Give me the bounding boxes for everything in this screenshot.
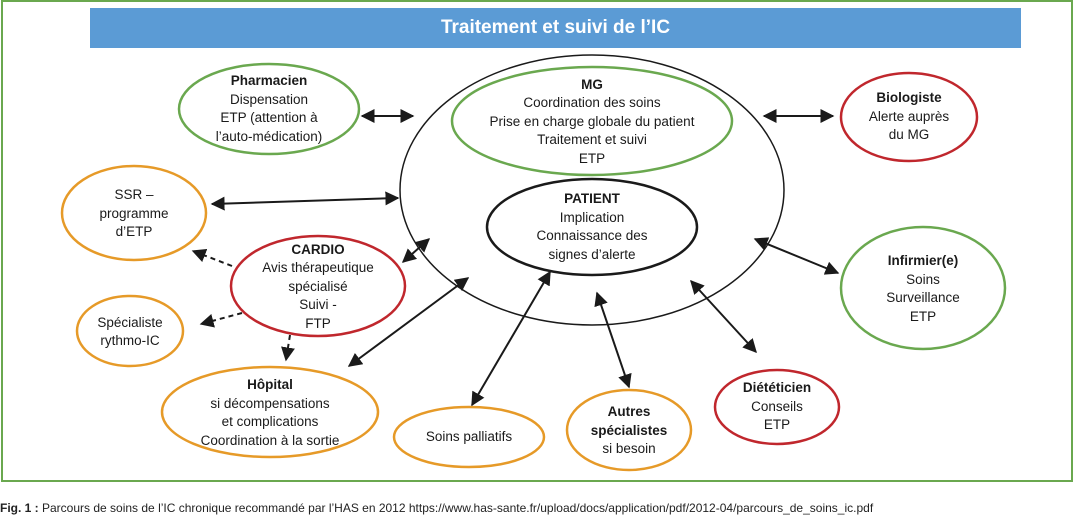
- mg-ellipse: [450, 65, 734, 177]
- node-soins: Soins palliatifs: [404, 427, 534, 447]
- node-specialiste-line: Spécialiste: [97, 314, 163, 330]
- node-specialiste-line: rythmo-IC: [100, 333, 160, 348]
- arrow-soins-patient: [471, 270, 551, 407]
- autres-ellipse: [565, 388, 693, 472]
- node-pharmacien-line: l’auto-médication): [215, 128, 323, 144]
- node-cardio: CARDIO Avis thérapeutique spécialisé Sui…: [243, 240, 393, 334]
- mg-outer-ellipse: [399, 54, 785, 326]
- node-ssr: SSR – programme d’ETP: [74, 185, 194, 243]
- node-mg-line: ETP: [578, 150, 606, 166]
- dashed-arrow-cardio-specialiste: [199, 312, 243, 328]
- node-pharmacien: Pharmacien Dispensation ETP (attention à…: [189, 71, 349, 147]
- node-cardio-line: FTP: [305, 315, 331, 331]
- node-dieteticien-line: ETP: [763, 417, 791, 433]
- node-ssr-line: SSR –: [114, 187, 154, 203]
- dashed-arrow-cardio-hopital: [281, 334, 295, 362]
- node-infirmier-line: Soins: [906, 271, 940, 287]
- node-cardio-line: Suivi -: [299, 297, 337, 313]
- node-hopital-head: Hôpital: [247, 377, 293, 392]
- node-hopital-line: si décompensations: [210, 395, 330, 411]
- patient-ellipse: [485, 177, 699, 277]
- node-mg: MG Coordination des soins Prise en charg…: [462, 75, 722, 169]
- node-autres-line: si besoin: [602, 441, 656, 457]
- biologiste-ellipse: [839, 71, 979, 163]
- caption-text: Parcours de soins de l’IC chronique reco…: [38, 501, 874, 515]
- node-hopital-line: Coordination à la sortie: [200, 432, 340, 448]
- node-dieteticien-line: Conseils: [751, 398, 803, 414]
- node-patient-head: PATIENT: [564, 191, 620, 206]
- node-mg-head: MG: [581, 76, 603, 92]
- node-autres-line: spécialistes: [590, 422, 668, 438]
- node-patient-line: signes d’alerte: [548, 246, 636, 262]
- ssr-ellipse: [60, 164, 208, 262]
- node-pharmacien-line: ETP (attention à: [220, 110, 318, 125]
- arrow-autres-mg: [594, 291, 632, 389]
- figure-frame: [1, 0, 1073, 482]
- node-dieteticien-head: Diététicien: [742, 380, 812, 396]
- arrow-hopital-mg: [347, 277, 470, 367]
- caption-label: Fig. 1 :: [0, 501, 39, 515]
- node-autres-head: Autres: [607, 404, 651, 420]
- node-infirmier-line: Surveillance: [886, 290, 960, 305]
- node-hopital-line: et complications: [221, 414, 319, 429]
- node-patient: PATIENT Implication Connaissance des sig…: [502, 189, 682, 265]
- figure-caption: Fig. 1 : Parcours de soins de l’IC chron…: [0, 500, 1078, 516]
- node-pharmacien-head: Pharmacien: [230, 73, 308, 88]
- node-mg-line: Coordination des soins: [523, 95, 661, 111]
- node-cardio-line: spécialisé: [288, 278, 348, 294]
- node-ssr-line: programme: [99, 205, 169, 221]
- node-cardio-line: Avis thérapeutique: [262, 260, 374, 276]
- pharmacien-ellipse: [177, 62, 361, 156]
- node-biologiste-line: Alerte auprès: [868, 108, 950, 124]
- specialiste-ellipse: [75, 294, 185, 368]
- dieteticien-ellipse: [713, 368, 841, 446]
- soins-ellipse: [392, 405, 546, 469]
- hopital-ellipse: [160, 365, 380, 459]
- diagram-title: Traitement et suivi de l’IC: [90, 8, 1021, 48]
- node-mg-line: Prise en charge globale du patient: [489, 113, 695, 129]
- node-mg-line: Traitement et suivi: [537, 132, 647, 148]
- node-cardio-head: CARDIO: [291, 241, 345, 257]
- arrow-cardio-mg: [401, 238, 431, 263]
- infirmier-ellipse: [839, 225, 1007, 351]
- node-pharmacien-line: Dispensation: [229, 91, 309, 107]
- node-autres: Autres spécialistes si besoin: [574, 402, 684, 460]
- node-infirmier: Infirmier(e) Soins Surveillance ETP: [858, 251, 988, 327]
- node-specialiste: Spécialiste rythmo-IC: [85, 313, 175, 351]
- node-ssr-line: d’ETP: [115, 224, 153, 240]
- arrow-ssr-mg: [210, 191, 400, 211]
- arrow-dieteticien-mg: [690, 279, 757, 354]
- node-biologiste-line: du MG: [888, 127, 930, 143]
- node-infirmier-line: ETP: [909, 308, 937, 324]
- node-patient-line: Connaissance des: [536, 228, 648, 243]
- node-infirmier-head: Infirmier(e): [887, 253, 959, 268]
- arrow-mg-infirmier: [753, 237, 840, 275]
- node-soins-line: Soins palliatifs: [425, 428, 513, 444]
- node-hopital: Hôpital si décompensations et complicati…: [180, 375, 360, 451]
- dashed-arrow-cardio-ssr: [191, 248, 233, 267]
- node-dieteticien: Diététicien Conseils ETP: [727, 378, 827, 436]
- node-patient-line: Implication: [559, 209, 625, 225]
- node-biologiste: Biologiste Alerte auprès du MG: [849, 88, 969, 146]
- node-biologiste-head: Biologiste: [876, 90, 942, 106]
